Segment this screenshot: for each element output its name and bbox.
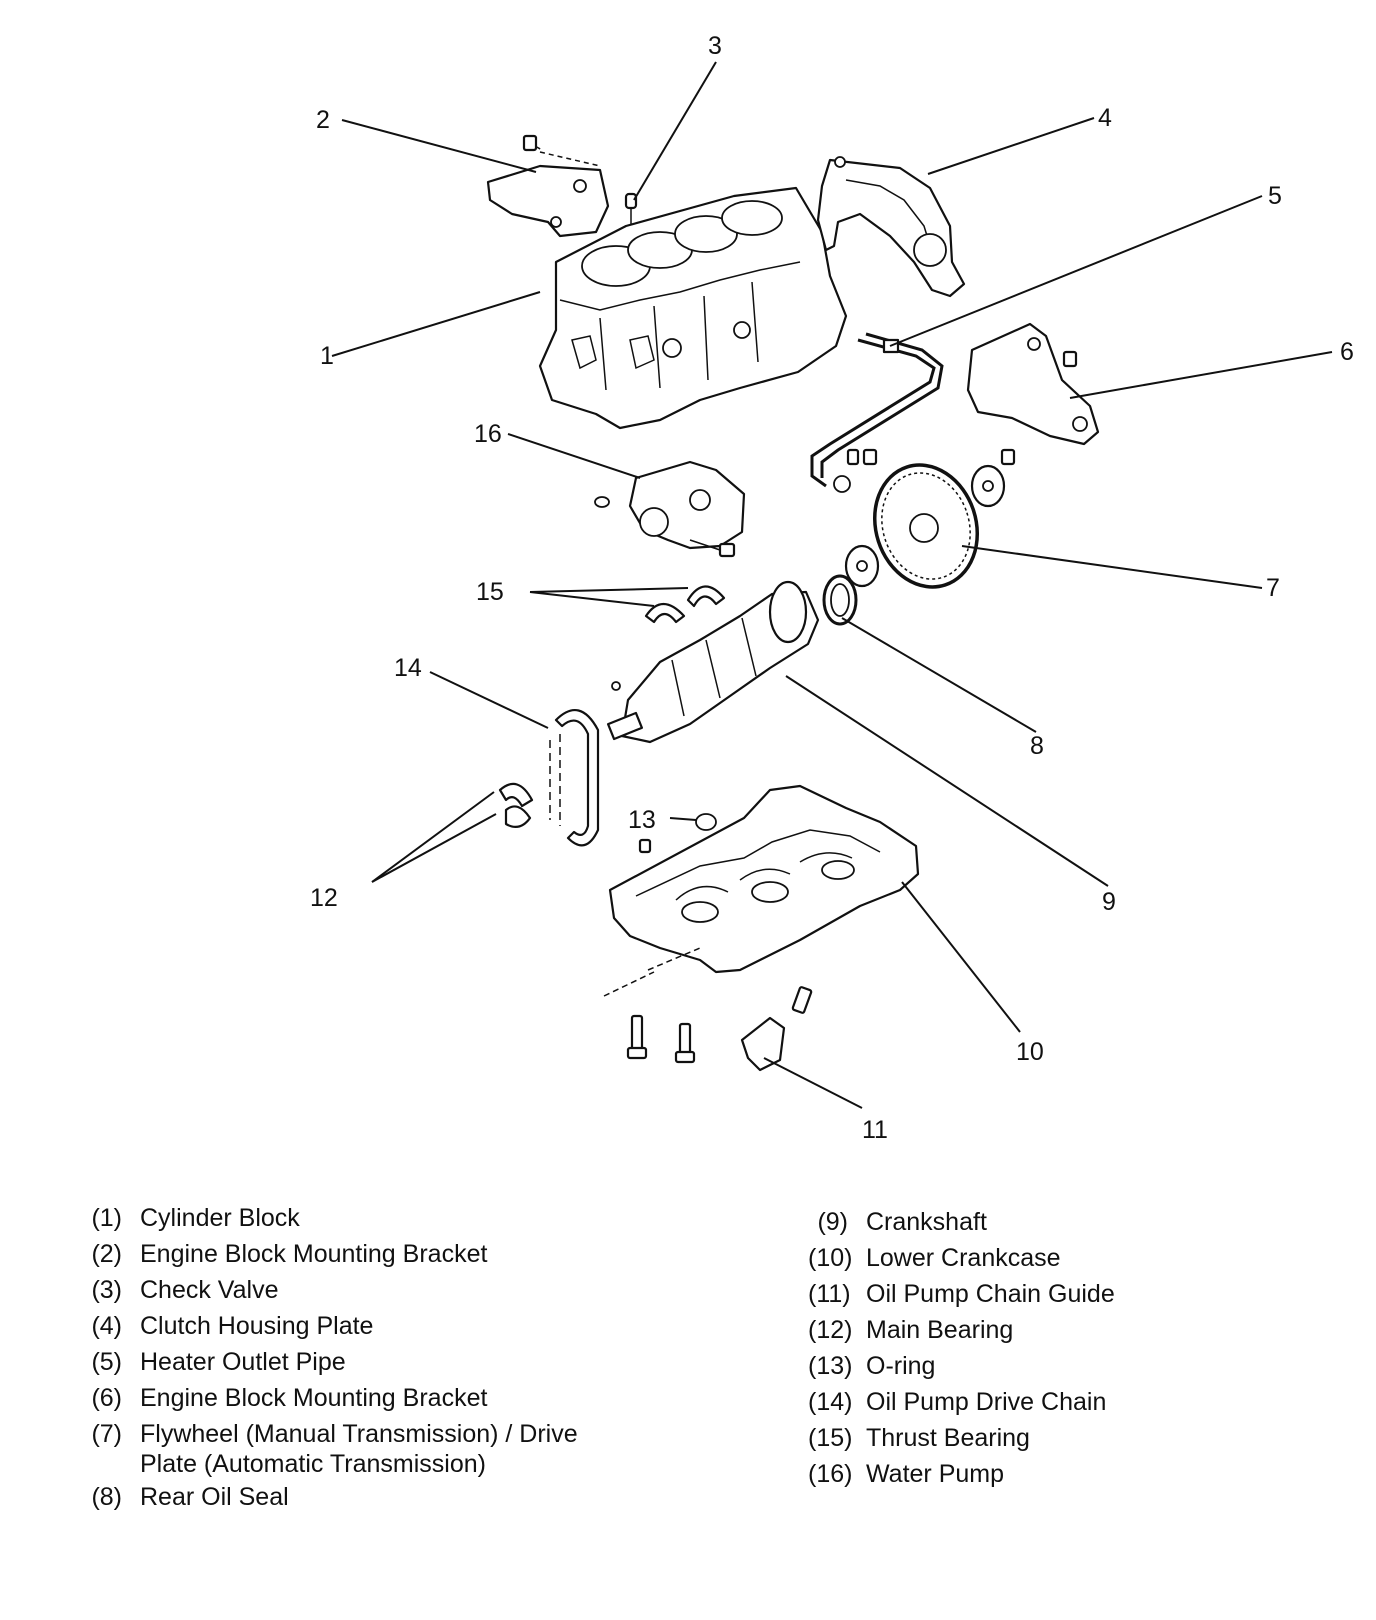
- callout-10: 10: [1016, 1038, 1044, 1066]
- lower-crankcase: [603, 784, 920, 997]
- legend-number: (4): [91, 1312, 122, 1340]
- thrust-bearing: [644, 585, 726, 624]
- legend-label: Heater Outlet Pipe: [140, 1348, 346, 1376]
- legend-label: Engine Block Mounting Bracket: [140, 1384, 488, 1412]
- engine-block-mounting-bracket-right: [966, 322, 1100, 446]
- legend-item: (14) Oil Pump Drive Chain: [808, 1384, 1115, 1420]
- engine-block-mounting-bracket-left: [486, 134, 610, 238]
- callout-8: 8: [1030, 732, 1044, 760]
- legend-label: Rear Oil Seal: [140, 1483, 289, 1511]
- callout-6: 6: [1340, 338, 1354, 366]
- callout-14: 14: [394, 654, 422, 682]
- legend-label: Main Bearing: [866, 1316, 1014, 1344]
- legend-number: (2): [91, 1240, 122, 1268]
- flywheel-drive-plate: [844, 448, 1016, 589]
- legend-item: (2) Engine Block Mounting Bracket: [84, 1236, 578, 1272]
- rear-oil-seal: [822, 574, 858, 626]
- legend-label: Check Valve: [140, 1276, 279, 1304]
- legend-label: O-ring: [866, 1352, 936, 1380]
- main-bearing: [498, 782, 534, 829]
- legend-item: (10) Lower Crankcase: [808, 1240, 1115, 1276]
- oil-pump-drive-chain: [549, 709, 600, 847]
- legend-number: (12): [808, 1316, 853, 1344]
- legend-item: (7) Flywheel (Manual Transmission) / Driv…: [84, 1416, 578, 1479]
- water-pump: [594, 460, 746, 558]
- callout-numbers: 1 2 3 4 5 6 7 8 9 10 11 12 13 14 15 16: [310, 32, 1354, 1144]
- o-ring: [638, 813, 717, 854]
- legend-label: Engine Block Mounting Bracket: [140, 1240, 488, 1268]
- legend-number: (10): [808, 1244, 853, 1272]
- legend-number: (13): [808, 1352, 853, 1380]
- legend-item: (9) Crankshaft: [808, 1204, 1115, 1240]
- legend-item: (3) Check Valve: [84, 1272, 578, 1308]
- callout-3: 3: [708, 32, 722, 60]
- legend-number: (1): [91, 1204, 122, 1232]
- callout-16: 16: [474, 420, 502, 448]
- legend-item: (5) Heater Outlet Pipe: [84, 1344, 578, 1380]
- legend-item: (11) Oil Pump Chain Guide: [808, 1276, 1115, 1312]
- callout-1: 1: [320, 342, 334, 370]
- callout-9: 9: [1102, 888, 1116, 916]
- callout-12: 12: [310, 884, 338, 912]
- legend-number: (6): [91, 1384, 122, 1412]
- legend-label: Cylinder Block: [140, 1204, 300, 1232]
- legend-item: (1) Cylinder Block: [84, 1200, 578, 1236]
- legend-label: Clutch Housing Plate: [140, 1312, 374, 1340]
- callout-13: 13: [628, 806, 656, 834]
- legend-item: (6) Engine Block Mounting Bracket: [84, 1380, 578, 1416]
- legend-number: (15): [808, 1424, 853, 1452]
- callout-11: 11: [862, 1116, 888, 1144]
- exploded-engine-diagram: 1 2 3 4 5 6 7 8 9 10 11 12 13 14 15 16: [310, 32, 1354, 1144]
- heater-outlet-pipe: [810, 332, 944, 493]
- clutch-housing-plate: [816, 156, 966, 298]
- oil-pump-chain-guide: [626, 986, 813, 1072]
- legend-number: (5): [91, 1348, 122, 1376]
- leader-lines: [331, 61, 1333, 1109]
- legend-number: (14): [808, 1388, 853, 1416]
- legend-right: (9) Crankshaft (10) Lower Crankcase (11) Oi…: [808, 1204, 1115, 1492]
- callout-5: 5: [1268, 182, 1282, 210]
- legend-number: (11): [808, 1280, 851, 1308]
- legend-label: Oil Pump Drive Chain: [866, 1388, 1107, 1416]
- legend-number: (3): [91, 1276, 122, 1304]
- legend-number: (7): [91, 1420, 122, 1448]
- callout-7: 7: [1266, 574, 1280, 602]
- callout-2: 2: [316, 106, 330, 134]
- callout-4: 4: [1098, 104, 1112, 132]
- legend-item: (12) Main Bearing: [808, 1312, 1115, 1348]
- legend-item: (13) O-ring: [808, 1348, 1115, 1384]
- legend-left: (1) Cylinder Block (2) Engine Block Mounti…: [84, 1200, 578, 1515]
- legend-item: (8) Rear Oil Seal: [84, 1479, 578, 1515]
- legend-label: Crankshaft: [866, 1208, 987, 1236]
- cylinder-block: [538, 186, 848, 430]
- legend-item: (16) Water Pump: [808, 1456, 1115, 1492]
- legend-label: Flywheel (Manual Transmission) / Drive P…: [140, 1420, 578, 1478]
- crankshaft: [606, 580, 820, 744]
- legend-item: (4) Clutch Housing Plate: [84, 1308, 578, 1344]
- legend-item: (15) Thrust Bearing: [808, 1420, 1115, 1456]
- legend-number: (16): [808, 1460, 853, 1488]
- legend-label: Lower Crankcase: [866, 1244, 1061, 1272]
- legend-label: Oil Pump Chain Guide: [866, 1280, 1115, 1308]
- legend-label: Water Pump: [866, 1460, 1005, 1488]
- callout-15: 15: [476, 578, 504, 606]
- legend-number: (8): [91, 1483, 122, 1511]
- legend-number: (9): [817, 1208, 848, 1236]
- legend-label: Thrust Bearing: [866, 1424, 1030, 1452]
